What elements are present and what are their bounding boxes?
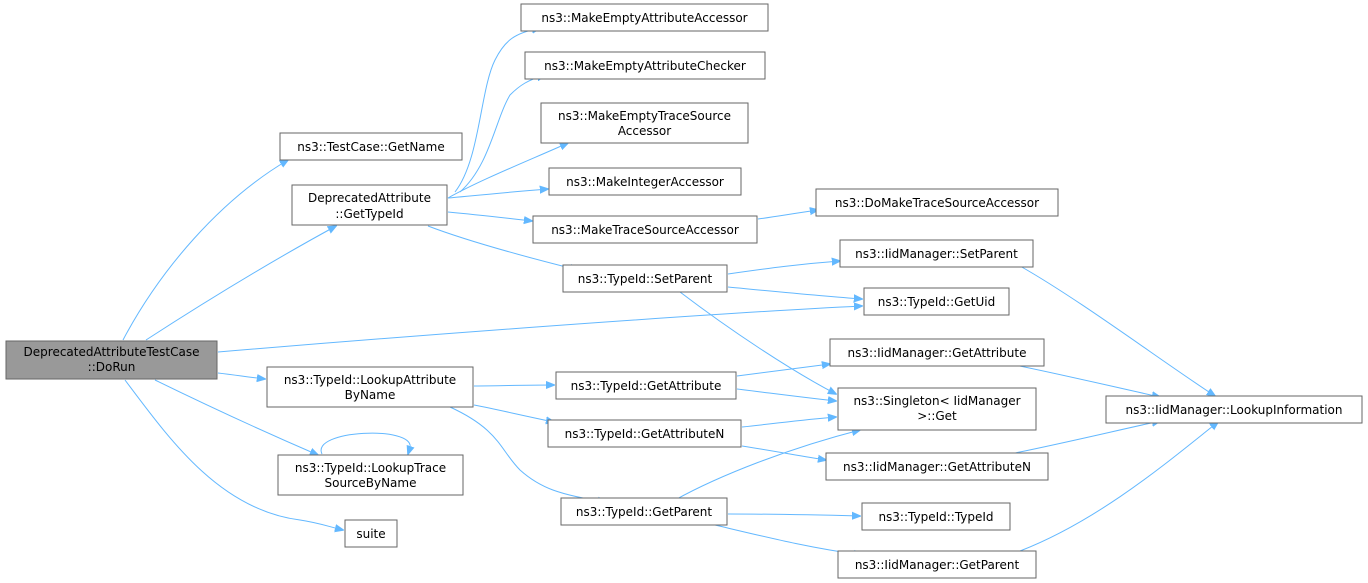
edge-root-lookuptrace xyxy=(154,379,318,455)
node-label: ns3::TypeId::GetAttributeN xyxy=(565,427,725,441)
node-typeid-typeid[interactable]: ns3::TypeId::TypeId xyxy=(861,502,1011,531)
node-typeid-getuid[interactable]: ns3::TypeId::GetUid xyxy=(863,287,1010,316)
node-testcase-getname[interactable]: ns3::TestCase::GetName xyxy=(279,132,463,161)
edge-iidgetparent-lookupinfo xyxy=(1019,422,1218,552)
node-label: DeprecatedAttributeTestCase xyxy=(24,345,200,359)
edge-gettypeid-integeraccessor xyxy=(447,189,548,199)
edge-getparent-typeidctor xyxy=(727,514,860,516)
edge-gettypeid-emptyattrchecker xyxy=(459,75,545,193)
node-label: ::DoRun xyxy=(88,360,136,374)
node-label: ns3::TypeId::GetUid xyxy=(878,295,996,309)
node-label: ns3::TypeId::SetParent xyxy=(578,272,713,286)
node-label: ns3::TestCase::GetName xyxy=(297,140,444,154)
node-label: ns3::Singleton< IidManager xyxy=(853,394,1020,408)
edge-getattribute-iidgetattribute xyxy=(736,364,830,377)
edge-getattribute-singleton xyxy=(736,388,836,401)
node-label: SourceByName xyxy=(325,476,417,490)
node-makeemptyattributechecker[interactable]: ns3::MakeEmptyAttributeChecker xyxy=(524,51,766,80)
node-iidmanager-lookupinformation[interactable]: ns3::IidManager::LookupInformation xyxy=(1105,395,1363,424)
edge-tracesrc-domake xyxy=(757,210,818,220)
node-iidmanager-setparent[interactable]: ns3::IidManager::SetParent xyxy=(839,239,1034,268)
node-label: DeprecatedAttribute xyxy=(308,191,431,205)
node-singleton-iidmanager-get[interactable]: ns3::Singleton< IidManager >::Get xyxy=(837,387,1037,431)
edge-iidgetattributen-lookupinfo xyxy=(1009,421,1160,455)
edge-gettypeid-emptyattraccessor xyxy=(454,28,540,193)
node-label: suite xyxy=(356,527,385,541)
node-label: ns3::MakeEmptyAttributeAccessor xyxy=(541,11,747,25)
edge-lookupattr-getparent xyxy=(449,406,606,502)
node-typeid-getattribute[interactable]: ns3::TypeId::GetAttribute xyxy=(555,371,737,400)
nodes: DeprecatedAttributeTestCase ::DoRun ns3:… xyxy=(5,3,1363,579)
node-lookuptracesourcebyname[interactable]: ns3::TypeId::LookupTrace SourceByName xyxy=(277,454,464,496)
edge-root-getname xyxy=(122,160,288,341)
edge-getattributen-singleton xyxy=(741,417,836,428)
node-iidmanager-getattributen[interactable]: ns3::IidManager::GetAttributeN xyxy=(825,452,1049,481)
edge-setparent-iidsetparent xyxy=(727,261,840,275)
node-label: ns3::MakeEmptyTraceSource xyxy=(558,109,731,123)
node-label: ns3::IidManager::GetParent xyxy=(855,558,1020,572)
edge-gettypeid-setparent xyxy=(427,225,578,270)
node-deprecatedattribute-gettypeid[interactable]: DeprecatedAttribute ::GetTypeId xyxy=(291,184,448,226)
edge-root-suite xyxy=(124,379,343,530)
edge-root-lookupattr xyxy=(217,372,265,379)
node-iidmanager-getparent[interactable]: ns3::IidManager::GetParent xyxy=(837,550,1037,579)
edge-root-gettypeid xyxy=(145,226,336,341)
node-label: Accessor xyxy=(618,124,671,138)
node-label: ns3::MakeTraceSourceAccessor xyxy=(551,223,739,237)
node-iidmanager-getattribute[interactable]: ns3::IidManager::GetAttribute xyxy=(829,338,1045,367)
node-label: ns3::TypeId::TypeId xyxy=(878,510,993,524)
node-label: ns3::IidManager::LookupInformation xyxy=(1126,403,1343,417)
node-label: ns3::MakeEmptyAttributeChecker xyxy=(544,59,746,73)
node-label: ns3::TypeId::GetAttribute xyxy=(571,379,722,393)
edge-setparent-singleton xyxy=(679,291,836,394)
node-lookupattributebyname[interactable]: ns3::TypeId::LookupAttribute ByName xyxy=(266,366,474,408)
node-deprecatedattributetestcase-dorun[interactable]: DeprecatedAttributeTestCase ::DoRun xyxy=(5,340,218,380)
edge-lookuptrace-self xyxy=(320,432,410,454)
node-label: ns3::IidManager::SetParent xyxy=(855,247,1018,261)
node-typeid-getparent[interactable]: ns3::TypeId::GetParent xyxy=(560,497,728,526)
node-label: ns3::IidManager::GetAttribute xyxy=(848,346,1027,360)
edge-gettypeid-tracesrcaccessor xyxy=(447,211,532,221)
node-suite[interactable]: suite xyxy=(344,519,398,548)
edge-iidsetparent-lookupinfo xyxy=(1019,265,1215,396)
node-label: ns3::MakeIntegerAccessor xyxy=(566,175,724,189)
edge-gettypeid-emptytracesrc xyxy=(447,143,568,199)
node-label: ns3::TypeId::GetParent xyxy=(576,505,712,519)
node-label: ns3::IidManager::GetAttributeN xyxy=(843,460,1031,474)
node-label: ByName xyxy=(345,388,396,402)
node-typeid-setparent[interactable]: ns3::TypeId::SetParent xyxy=(562,264,728,293)
node-makeemptytracesourceaccessor[interactable]: ns3::MakeEmptyTraceSource Accessor xyxy=(540,102,749,144)
node-typeid-getattributen[interactable]: ns3::TypeId::GetAttributeN xyxy=(547,419,742,448)
edge-lookupattr-getattribute xyxy=(473,385,554,386)
node-makeintegeraccessor[interactable]: ns3::MakeIntegerAccessor xyxy=(548,167,742,196)
node-label: ns3::TypeId::LookupTrace xyxy=(295,461,446,475)
node-label: ns3::TypeId::LookupAttribute xyxy=(284,373,456,387)
edge-iidgetattribute-lookupinfo xyxy=(1009,363,1160,397)
edge-getparent-singleton xyxy=(674,430,860,501)
edges xyxy=(122,28,1218,555)
node-label: ns3::DoMakeTraceSourceAccessor xyxy=(835,196,1039,210)
edge-lookupattr-getattributen xyxy=(473,404,554,422)
node-makeemptyattributeaccessor[interactable]: ns3::MakeEmptyAttributeAccessor xyxy=(520,3,769,32)
edge-root-getuid xyxy=(217,306,862,353)
node-label: ::GetTypeId xyxy=(335,207,403,221)
edge-setparent-getuid xyxy=(727,286,862,299)
node-maketracesourceaccessor[interactable]: ns3::MakeTraceSourceAccessor xyxy=(532,215,758,244)
node-label: >::Get xyxy=(917,409,957,423)
edge-getattributen-iidgetattributen xyxy=(741,445,826,460)
node-domaketracesourceaccessor[interactable]: ns3::DoMakeTraceSourceAccessor xyxy=(815,188,1059,217)
